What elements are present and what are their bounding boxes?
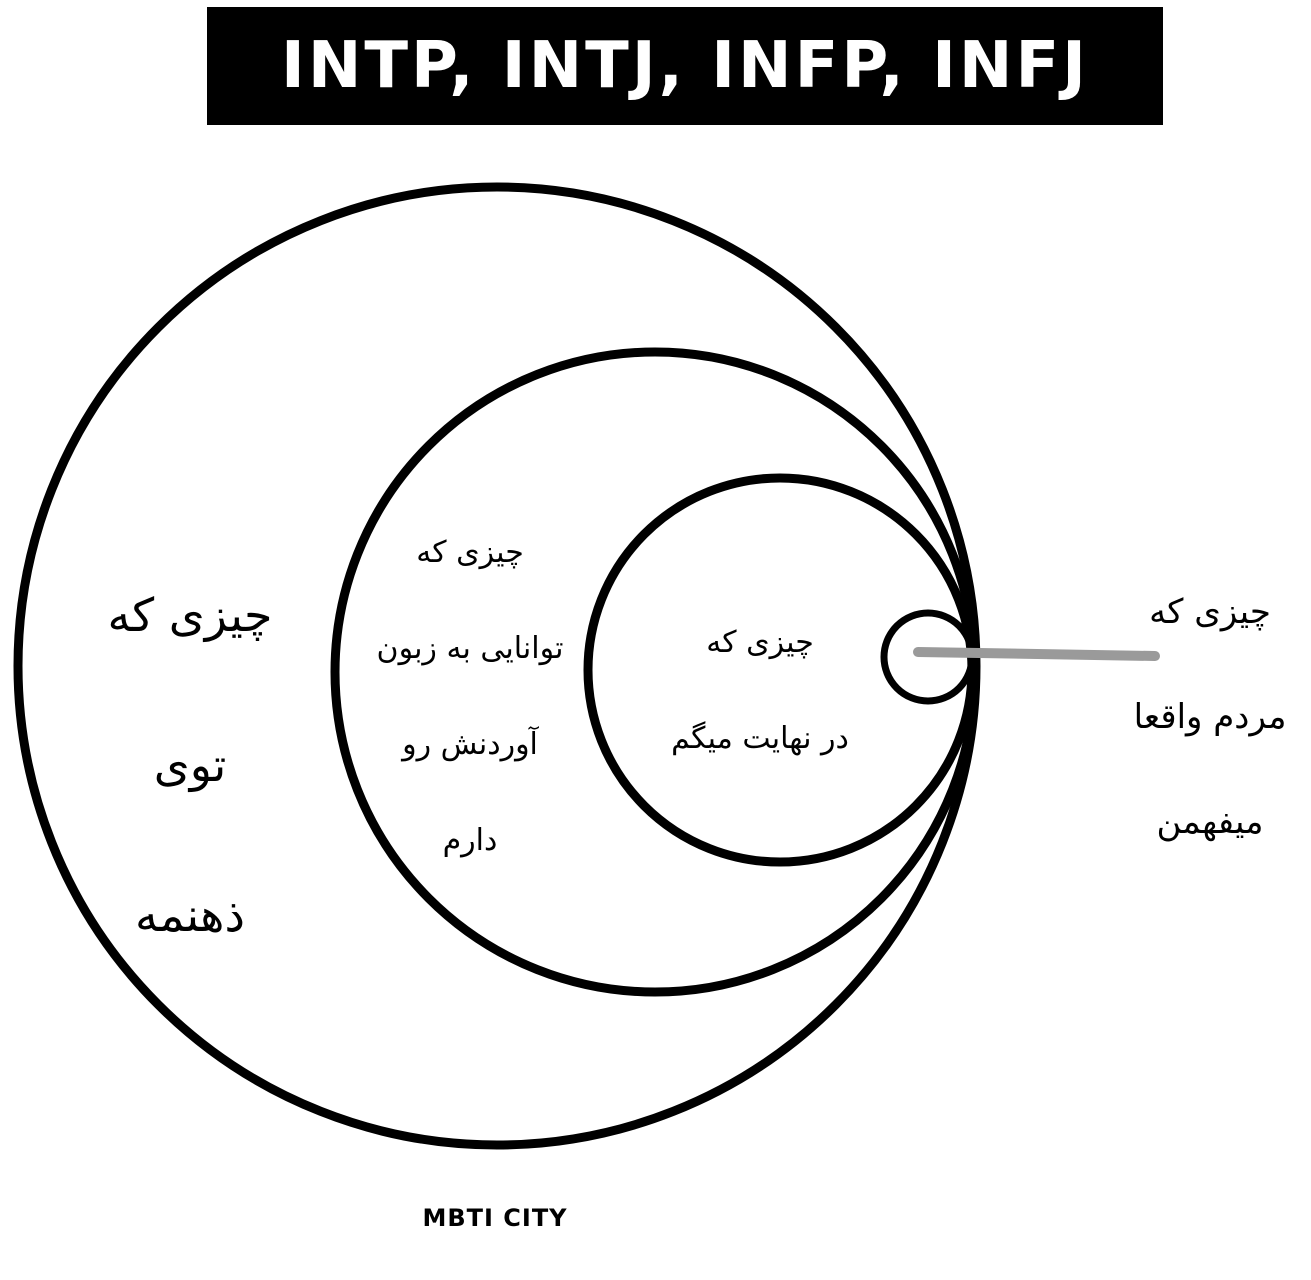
label-line: چیزی که <box>706 625 814 660</box>
label-line: میفهمن <box>1156 802 1264 842</box>
inner-circle-label: چیزی که در نهایت میگم <box>630 595 890 787</box>
label-line: دارم <box>442 823 498 858</box>
label-line: توی <box>153 738 227 792</box>
label-line: در نهایت میگم <box>671 721 849 756</box>
label-line: چیزی که <box>1149 592 1271 632</box>
title: INTP, INTJ, INFP, INFJ <box>281 29 1089 103</box>
label-line: ذهنمه <box>135 888 245 942</box>
label-line: چیزی که <box>107 588 273 642</box>
label-line: چیزی که <box>416 535 524 570</box>
pointer-line <box>913 647 1160 661</box>
label-line: توانایی به زبون <box>376 631 564 666</box>
footer-watermark: MBTI CITY <box>422 1204 568 1232</box>
middle-circle-label: چیزی که توانایی به زبون آوردنش رو دارم <box>340 505 600 889</box>
outer-circle-label: چیزی که توی ذهنمه <box>60 540 320 990</box>
smallest-circle-label: چیزی که مردم واقعا میفهمن <box>1105 560 1311 875</box>
title-banner: INTP, INTJ, INFP, INFJ <box>207 7 1163 125</box>
label-line: آوردنش رو <box>402 727 538 762</box>
label-line: مردم واقعا <box>1133 697 1287 737</box>
